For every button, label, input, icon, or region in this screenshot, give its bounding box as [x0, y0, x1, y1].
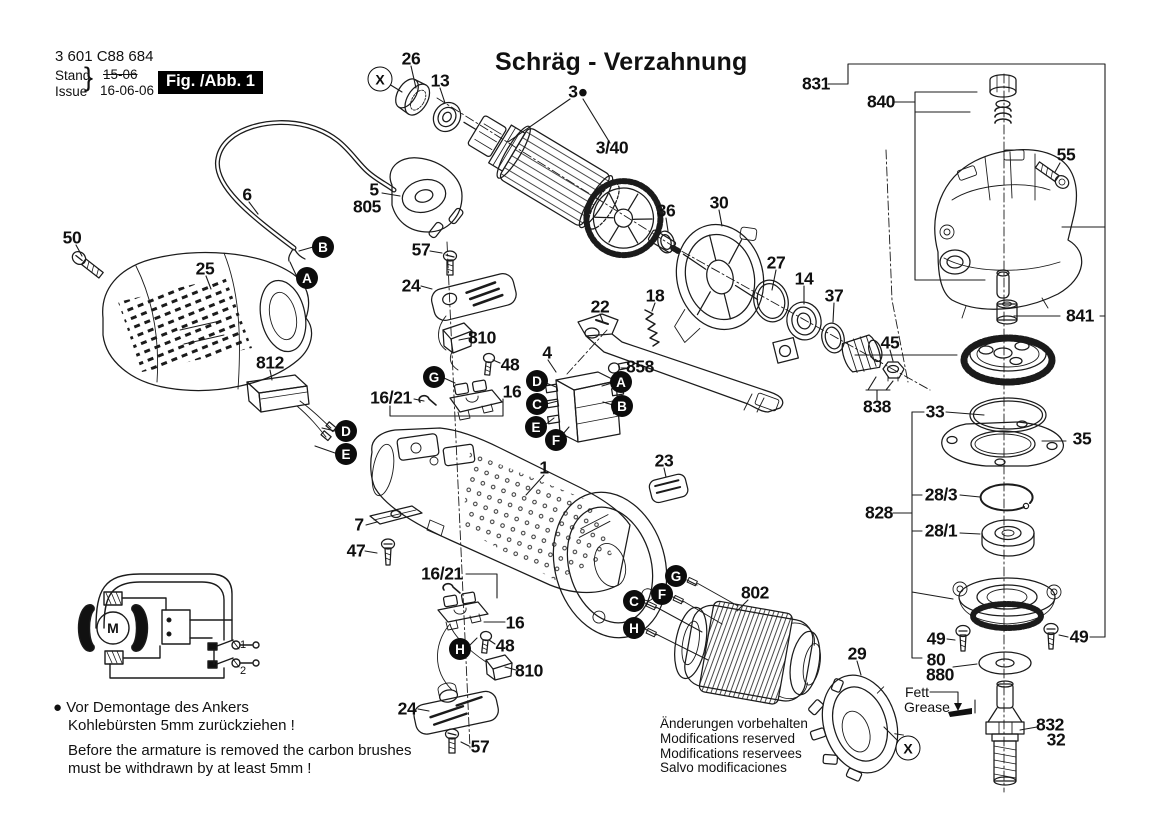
part-lever-22 [577, 313, 784, 413]
modifications-line: Salvo modificaciones [660, 760, 787, 776]
part-housing-1 [370, 427, 668, 639]
part-screw-49-left [955, 624, 971, 652]
part-washer-80 [978, 651, 1032, 675]
part-pin [996, 269, 1010, 299]
part-brush-holder-16-top [449, 379, 503, 421]
part-ring-26 [395, 78, 431, 116]
part-screw-49-right [1043, 622, 1059, 650]
part-snap-ring-283 [979, 483, 1034, 512]
part-flange-35 [941, 420, 1064, 467]
part-screw-57-bottom [444, 728, 460, 754]
leader-lines [75, 63, 1106, 747]
part-stator-802 [674, 600, 821, 705]
stand-label: Stand [55, 68, 91, 83]
part-screw-48-top [482, 352, 496, 376]
warning-en-line2: must be withdrawn by at least 5mm ! [68, 760, 312, 777]
stand-value-strikethrough: 15-06 [103, 67, 138, 82]
part-pinion-838 [841, 334, 883, 373]
part-gear-housing [934, 149, 1083, 319]
part-clip-23 [648, 473, 689, 504]
modifications-line: Modifications reservees [660, 745, 802, 761]
part-brush-cover-24-top [430, 273, 517, 322]
warning-de-line2: Kohlebürsten 5mm zurückziehen ! [68, 717, 295, 734]
part-bearing-14 [786, 301, 822, 341]
part-brush-holder-16-bottom [437, 591, 489, 631]
brush-warning-note: ● Vor Demontage des Ankers Kohlebürsten … [53, 699, 412, 778]
part-clip-1621-bottom [442, 582, 461, 594]
part-brush-cover-24-bottom [413, 682, 499, 735]
part-bearing-flange [952, 577, 1062, 631]
brace-glyph: } [84, 62, 94, 92]
part-cover-25 [102, 251, 313, 391]
issue-value: 16-06-06 [100, 83, 155, 98]
part-baffle-30 [674, 223, 765, 343]
document-number: 3 601 C88 684 [55, 48, 154, 65]
part-ball-detail [772, 337, 799, 364]
part-cap-nut [989, 74, 1017, 124]
diagram-title: Schräg - Verzahnung [495, 48, 748, 76]
part-switch-4 [544, 371, 626, 443]
modifications-line: Modifications reserved [660, 730, 796, 746]
part-brush-810-bottom [437, 623, 513, 691]
part-brush-810-top [438, 315, 473, 371]
part-screw-858 [607, 361, 630, 374]
part-plate-7 [369, 505, 423, 525]
part-washer-37 [821, 322, 845, 354]
part-screw-50 [71, 250, 104, 279]
part-spacer-841 [996, 299, 1018, 325]
part-crown-gear [960, 334, 1056, 386]
part-bearing-281 [981, 519, 1035, 557]
part-screw-48-bottom [479, 630, 493, 654]
part-ring-33 [969, 397, 1047, 433]
part-spring-18 [644, 309, 660, 347]
issue-label: Issue [55, 84, 88, 99]
warning-en-line1: Before the armature is removed the carbo… [68, 742, 412, 759]
figure-label-badge: Fig. /Abb. 1 [158, 71, 263, 94]
part-armature [463, 115, 683, 259]
part-bearing-13 [432, 101, 462, 133]
part-ring-27 [753, 279, 789, 323]
part-screw-55 [1034, 161, 1070, 189]
part-ring-29 [808, 674, 905, 782]
warning-bullet: ● [53, 699, 63, 716]
part-nut-45 [882, 361, 905, 382]
part-washer-36 [657, 230, 675, 254]
modifications-line: Änderungen vorbehalten [660, 716, 808, 731]
wiring-schematic [77, 573, 260, 679]
grease-arrow [929, 691, 976, 717]
warning-de-line1: Vor Demontage des Ankers [66, 699, 249, 716]
part-spindle-832 [985, 680, 1025, 786]
part-screw-47 [380, 538, 396, 566]
part-screw-57-top [442, 250, 458, 276]
power-cord [214, 120, 464, 262]
part-block-812 [246, 374, 337, 442]
